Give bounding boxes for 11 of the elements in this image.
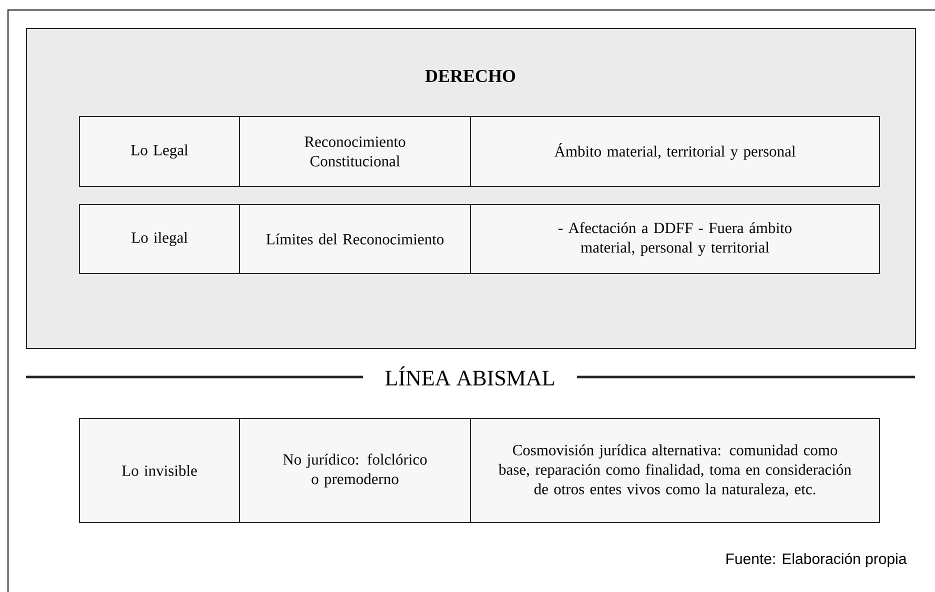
table-cell: Límites del Reconocimiento — [239, 204, 471, 274]
table-cell: Ámbito material, territorial y personal — [470, 116, 880, 187]
table-cell: Lo ilegal — [79, 204, 240, 274]
table-cell: No jurídico: folclórico o premoderno — [239, 418, 471, 523]
table-cell: - Afectación a DDFF - Fuera ámbito material, personal y territorial — [470, 204, 880, 274]
divider-label: LÍNEA ABISMAL — [385, 366, 554, 386]
table-cell: Cosmovisión jurídica alternativa: comunidad como base, reparación como finalidad, toma en consideración de otros entes vivos como la naturaleza, etc. — [470, 418, 880, 523]
table-cell: Lo invisible — [79, 418, 240, 523]
table-cell: Reconocimiento Constitucional — [239, 116, 471, 187]
table-cell: Lo Legal — [79, 116, 240, 187]
caption: Fuente: Elaboración propia — [726, 552, 907, 568]
